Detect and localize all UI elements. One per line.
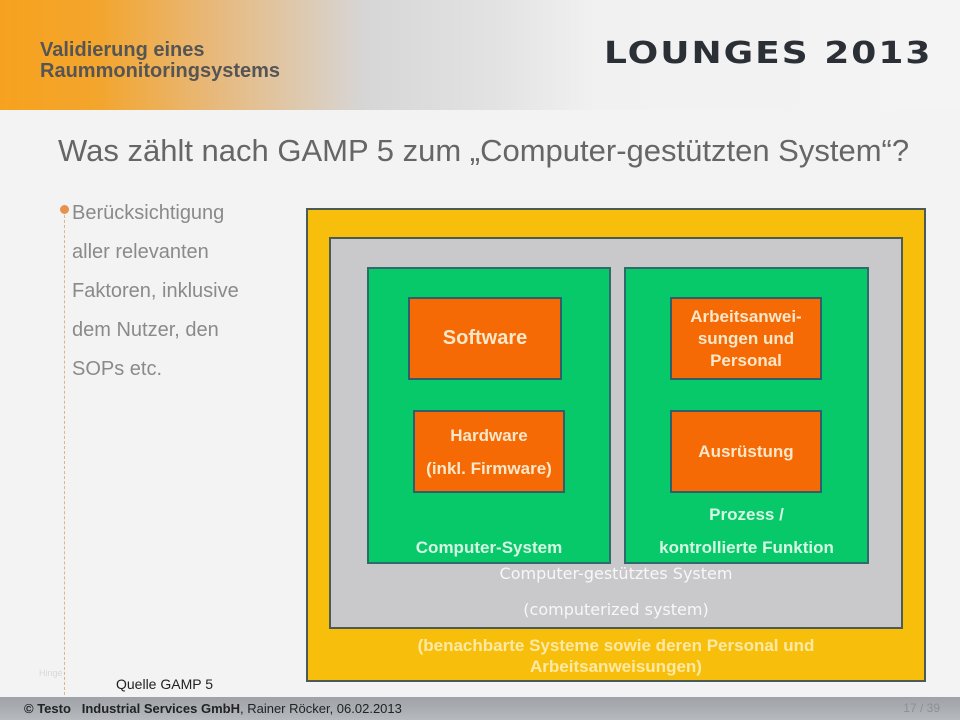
process-label-line1: Prozess / — [709, 505, 784, 524]
procedures-label-line: Arbeitsanwei- — [690, 306, 802, 326]
procedures-label-line: Personal — [710, 350, 782, 370]
faint-hint-text: Hinge — [39, 668, 63, 678]
computer-system-label: Computer-System — [415, 538, 563, 557]
slide-title: Was zählt nach GAMP 5 zum „Computer-gest… — [58, 133, 910, 168]
hardware-box: Hardware (inkl. Firmware) — [413, 410, 565, 493]
header-title: Validierung eines Raummonitoringsystems — [40, 40, 280, 82]
equipment-label: Ausrüstung — [698, 441, 794, 461]
procedures-personnel-box: Arbeitsanwei- sungen und Personal — [670, 297, 822, 380]
neighbor-label-line1: (benachbarte Systeme sowie deren Persona… — [417, 636, 815, 655]
bullet-line: aller relevanten — [72, 241, 209, 263]
hardware-label: Hardware — [450, 425, 528, 445]
procedures-label-line: sungen und — [697, 328, 795, 348]
footer-author-date: , Rainer Röcker, 06.02.2013 — [239, 701, 402, 716]
neighbor-systems-label: (benachbarte Systeme sowie deren Persona… — [306, 635, 926, 677]
bullet-line: Berücksichtigung — [72, 202, 225, 224]
bullet-dot-icon — [60, 205, 69, 214]
source-note: Quelle GAMP 5 — [116, 676, 214, 692]
bullet-line: dem Nutzer, den — [72, 319, 219, 341]
hardware-sublabel: (inkl. Firmware) — [426, 458, 552, 478]
bullet-line: SOPs etc. — [72, 358, 163, 380]
neighbor-label-line2: Arbeitsanweisungen) — [530, 657, 702, 676]
page-number: 17 / 39 — [903, 701, 940, 715]
footer-copyright: © Testo — [24, 701, 71, 716]
header-title-line1: Validierung eines — [40, 39, 205, 61]
header-title-line2: Raummonitoringsystems — [40, 60, 281, 82]
dashed-guide-line — [64, 210, 65, 700]
bullet-line: Faktoren, inklusive — [72, 280, 239, 302]
software-label: Software — [442, 327, 528, 349]
bullet-text: Berücksichtigung aller relevanten Faktor… — [72, 194, 292, 389]
computerized-system-english-label: (computerized system) — [523, 600, 709, 619]
computerized-system-label: Computer-gestütztes System — [499, 564, 733, 583]
process-label-line2: kontrollierte Funktion — [659, 538, 834, 557]
equipment-box: Ausrüstung — [670, 410, 822, 493]
software-box: Software — [408, 297, 562, 380]
footer-company: Industrial Services GmbH — [81, 701, 240, 716]
footer-credit: © Testo Industrial Services GmbH, Rainer… — [24, 701, 402, 716]
slide-header: Validierung eines Raummonitoringsystems … — [0, 0, 960, 110]
slide-footer: © Testo Industrial Services GmbH, Rainer… — [0, 697, 960, 720]
lounges-logo: LOUNGES 2013 — [604, 36, 933, 71]
